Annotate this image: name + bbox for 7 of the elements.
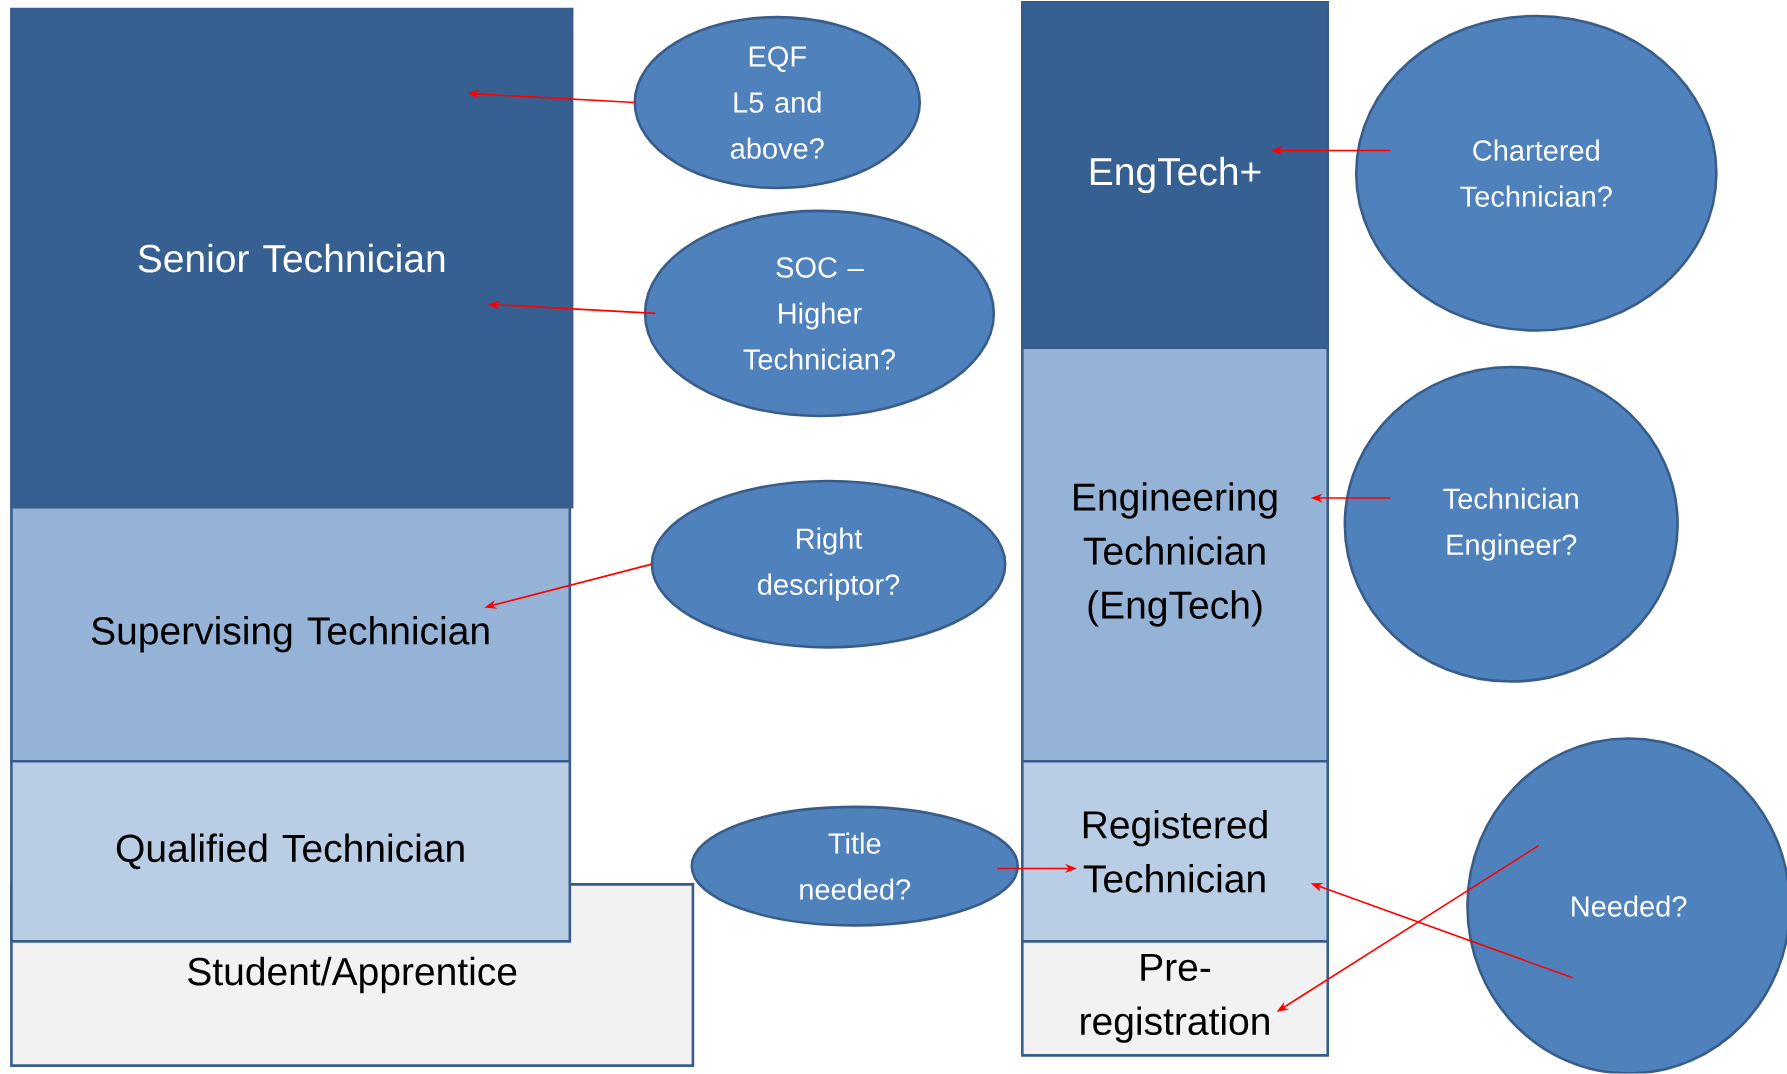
level-box: EngTech+ — [1021, 1, 1330, 350]
level-box: Pre-registration — [1021, 940, 1330, 1057]
level-box: Engineering Technician (EngTech) — [1021, 346, 1330, 763]
level-box: Supervising Technician — [10, 506, 572, 763]
level-box: Registered Technician — [1021, 760, 1330, 943]
level-box: Senior Technician — [10, 8, 574, 509]
level-box: Qualified Technician — [10, 760, 572, 943]
